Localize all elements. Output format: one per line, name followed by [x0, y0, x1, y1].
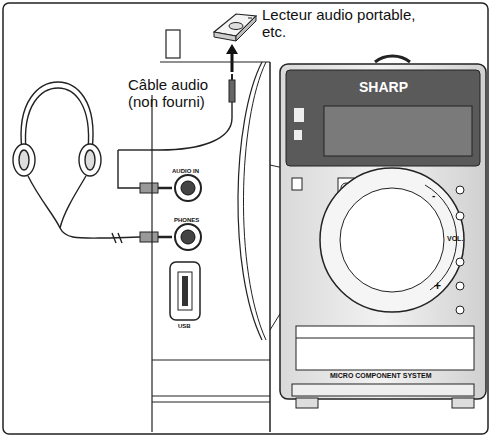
callout-label: Lecteur audio portable, etc. [262, 6, 422, 41]
brand-label: SHARP [359, 79, 408, 95]
volume-minus: - [432, 190, 435, 202]
portable-player [214, 14, 256, 41]
micro-system [280, 56, 486, 408]
jack-label: AUDIO IN [172, 168, 199, 175]
volume-plus: + [434, 280, 441, 294]
callout-label: Câble audio (non fourni) [128, 76, 224, 111]
volume-label: VOL. [447, 235, 463, 243]
model-label: MICRO COMPONENT SYSTEM [330, 372, 432, 380]
port-label: USB [178, 323, 191, 330]
jack-label: PHONES [174, 217, 199, 224]
headphones [13, 82, 140, 243]
